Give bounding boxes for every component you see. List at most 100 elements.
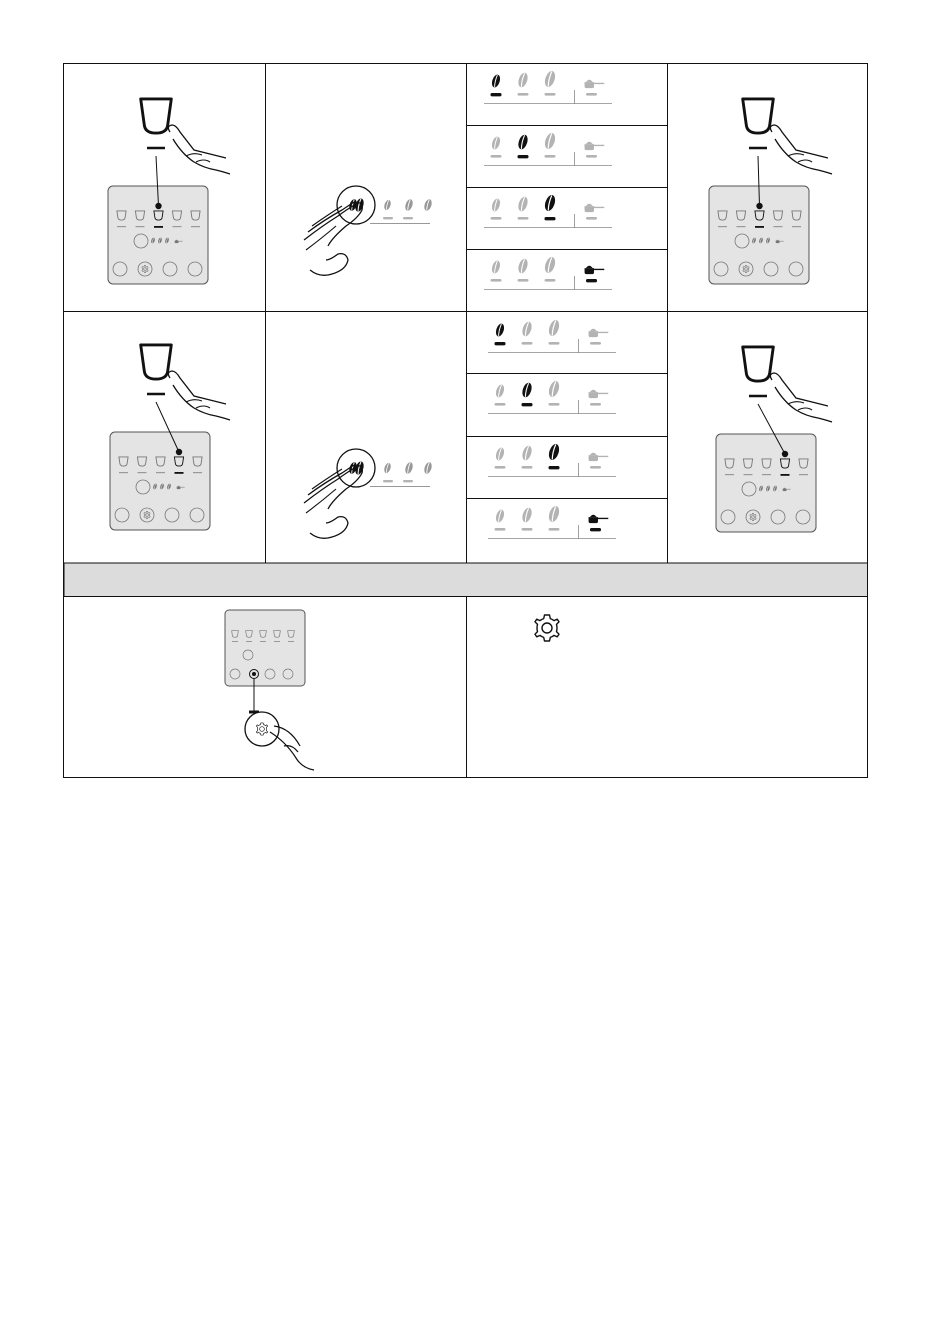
cup-led bbox=[762, 474, 771, 475]
pointer-dot bbox=[155, 203, 161, 209]
pointer-dot bbox=[782, 451, 788, 457]
aroma-led bbox=[549, 342, 560, 345]
aroma-led bbox=[491, 155, 502, 158]
aroma-button-press-row1 bbox=[304, 186, 433, 275]
cup-led bbox=[288, 641, 294, 642]
coffee-bean-icon bbox=[494, 384, 505, 399]
ground-coffee-scoop-icon bbox=[585, 142, 605, 150]
cup-led bbox=[193, 472, 202, 473]
cup-led bbox=[792, 226, 801, 227]
aroma-led bbox=[491, 279, 502, 282]
settings-button-highlight bbox=[245, 712, 279, 746]
ground-coffee-led bbox=[586, 155, 597, 158]
coffee-bean-icon bbox=[517, 134, 530, 151]
cup-selection-figure bbox=[709, 99, 832, 284]
aroma-button-press-row2 bbox=[304, 449, 433, 538]
cup-led bbox=[737, 226, 746, 227]
gear-icon bbox=[535, 615, 559, 641]
ground-coffee-led bbox=[586, 93, 597, 96]
cup-selection-figure bbox=[716, 347, 832, 532]
aroma-level-strip bbox=[484, 194, 612, 228]
coffee-bean-icon bbox=[543, 194, 557, 213]
cup-led bbox=[246, 641, 252, 642]
cup-icon bbox=[141, 345, 172, 379]
coffee-bean-icon bbox=[543, 70, 557, 89]
coffee-bean-icon bbox=[490, 136, 501, 151]
aroma-level-strip bbox=[488, 505, 616, 539]
ground-coffee-led bbox=[590, 466, 601, 469]
ground-coffee-led bbox=[586, 217, 597, 220]
cup-led bbox=[156, 472, 165, 473]
aroma-led bbox=[549, 528, 560, 531]
coffee-bean-icon bbox=[423, 198, 433, 211]
coffee-bean-icon bbox=[521, 321, 534, 338]
coffee-bean-icon bbox=[521, 445, 534, 462]
ground-coffee-scoop-icon bbox=[585, 204, 605, 212]
coffee-bean-icon bbox=[521, 507, 534, 524]
ground-coffee-scoop-icon bbox=[585, 80, 605, 88]
ground-coffee-led bbox=[590, 528, 601, 531]
aroma-led bbox=[518, 155, 529, 158]
aroma-level-indicators bbox=[484, 70, 616, 539]
pointing-hand-icon bbox=[770, 125, 832, 174]
cup-led bbox=[799, 474, 808, 475]
ground-coffee-scoop-icon bbox=[585, 266, 605, 274]
control-panel bbox=[110, 432, 210, 530]
cup-led bbox=[274, 641, 280, 642]
cup-icon bbox=[743, 99, 774, 133]
cup-led bbox=[154, 226, 163, 228]
ground-coffee-scoop-icon bbox=[589, 453, 609, 461]
coffee-bean-icon bbox=[547, 319, 561, 338]
coffee-bean-icon bbox=[404, 461, 414, 474]
cup-led bbox=[191, 226, 200, 227]
aroma-level-strip bbox=[488, 380, 616, 414]
coffee-bean-icon bbox=[490, 260, 501, 275]
coffee-bean-icon bbox=[404, 198, 414, 211]
cup-led bbox=[232, 641, 238, 642]
coffee-bean-icon bbox=[383, 462, 392, 474]
aroma-level-strip bbox=[488, 319, 616, 353]
cup-led bbox=[119, 472, 128, 473]
pointing-hand-icon bbox=[770, 373, 832, 422]
coffee-bean-icon bbox=[494, 447, 505, 462]
cup-selection-figures bbox=[108, 99, 832, 532]
coffee-bean-icon bbox=[494, 323, 505, 338]
cup-icon bbox=[141, 99, 172, 133]
coffee-bean-icon bbox=[547, 443, 561, 462]
cup-led bbox=[117, 226, 126, 227]
section-header-band bbox=[64, 563, 868, 597]
aroma-level-strip bbox=[484, 132, 612, 166]
aroma-level-strip bbox=[488, 443, 616, 477]
coffee-bean-icon bbox=[517, 258, 530, 275]
coffee-bean-icon bbox=[517, 196, 530, 213]
aroma-led bbox=[491, 93, 502, 96]
cup-led bbox=[744, 474, 753, 475]
aroma-led bbox=[495, 466, 506, 469]
cup-led bbox=[136, 226, 145, 227]
ground-coffee-scoop-icon bbox=[589, 390, 609, 398]
aroma-led bbox=[545, 279, 556, 282]
coffee-bean-icon bbox=[543, 132, 557, 151]
coffee-bean-icon bbox=[547, 380, 561, 399]
ground-coffee-led bbox=[586, 279, 597, 282]
aroma-led bbox=[495, 528, 506, 531]
aroma-led bbox=[522, 466, 533, 469]
coffee-bean-icon bbox=[517, 72, 530, 89]
aroma-level-strip bbox=[484, 70, 612, 104]
aroma-level-strip bbox=[484, 256, 612, 290]
cup-led bbox=[260, 641, 266, 642]
aroma-led bbox=[518, 217, 529, 220]
coffee-bean-icon bbox=[490, 198, 501, 213]
cup-led bbox=[175, 472, 184, 474]
cup-led bbox=[725, 474, 734, 475]
aroma-led bbox=[495, 342, 506, 345]
ground-coffee-scoop-icon bbox=[589, 329, 609, 337]
aroma-led bbox=[518, 93, 529, 96]
coffee-bean-icon bbox=[521, 382, 534, 399]
settings-press-figure bbox=[225, 610, 314, 770]
pointer-dot bbox=[176, 449, 182, 455]
aroma-led bbox=[495, 403, 506, 406]
aroma-led bbox=[522, 403, 533, 406]
cup-led bbox=[755, 226, 764, 228]
